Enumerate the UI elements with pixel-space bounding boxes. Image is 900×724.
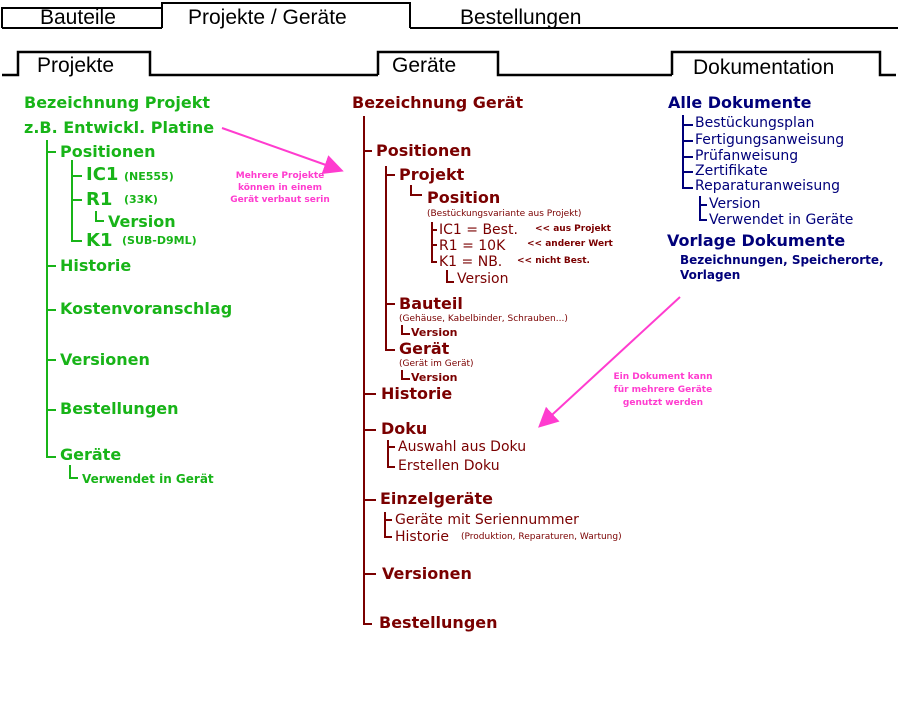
geraet-k1-note: << nicht Best. — [517, 256, 590, 266]
doku-alle: Alle Dokumente — [668, 93, 812, 112]
geraet-doku-auswahl: Auswahl aus Doku — [398, 439, 527, 455]
geraet-geraet-note: (Gerät im Gerät) — [399, 359, 474, 369]
projekt-ic1: IC1 — [86, 164, 119, 185]
arrow-doku-to-geraet — [538, 296, 681, 428]
annotation-projekte-line2: können in einem — [237, 183, 323, 193]
geraet-versionen: Versionen — [382, 564, 472, 583]
geraet-seriennummer: Geräte mit Seriennummer — [395, 512, 579, 528]
geraet-bestellungen: Bestellungen — [379, 613, 498, 632]
doku-version: Version — [709, 196, 761, 212]
geraet-ic1-note: << aus Projekt — [535, 224, 611, 234]
doku-vorlage-line1: Bezeichnungen, Speicherorte, — [680, 253, 884, 267]
geraet-einzel-historie-note: (Produktion, Reparaturen, Wartung) — [461, 532, 622, 542]
geraet-doku: Doku — [381, 419, 428, 438]
geraet-geraet-version: Version — [411, 371, 458, 384]
geraet-einzel-historie: Historie — [395, 529, 450, 545]
projekt-historie: Historie — [60, 256, 132, 275]
doku-vorlage-line2: Vorlagen — [680, 268, 741, 282]
projekt-r1-note: (33K) — [124, 193, 158, 206]
doku-vorlage: Vorlage Dokumente — [667, 231, 846, 250]
projekt-title: Bezeichnung Projekt — [24, 93, 210, 112]
geraet-historie: Historie — [381, 384, 453, 403]
geraet-position-version: Version — [457, 271, 509, 287]
annotation-doku-line2: für mehrere Geräte — [613, 385, 713, 395]
projekt-geraete: Geräte — [60, 445, 122, 464]
section-projekte[interactable]: Projekte — [37, 54, 115, 77]
doku-pruefanweisung: Prüfanweisung — [695, 148, 799, 164]
annotation-doku-line1: Ein Dokument kann — [613, 372, 713, 382]
arrow-projekt-to-geraet — [221, 127, 344, 175]
tab-bauteile[interactable]: Bauteile — [40, 6, 116, 29]
annotation-doku-line3: genutzt werden — [622, 398, 704, 408]
tab-projekte-geraete[interactable]: Projekte / Geräte — [188, 6, 347, 29]
geraet-bauteil-note: (Gehäuse, Kabelbinder, Schrauben...) — [399, 314, 568, 324]
projekt-positionen: Positionen — [60, 142, 156, 161]
doku-verwendet: Verwendet in Geräte — [709, 212, 854, 228]
projekt-k1-note: (SUB-D9ML) — [122, 234, 197, 247]
geraet-position: Position — [427, 188, 501, 207]
projekt-ic1-note: (NE555) — [124, 170, 174, 183]
geraet-title: Bezeichnung Gerät — [352, 93, 524, 112]
geraet-position-note: (Bestückungsvariante aus Projekt) — [427, 209, 582, 219]
projekt-version: Version — [108, 212, 176, 231]
tab-bestellungen[interactable]: Bestellungen — [460, 6, 582, 29]
projekt-bestellungen: Bestellungen — [60, 399, 179, 418]
section-geraete[interactable]: Geräte — [392, 54, 457, 77]
geraet-k1: K1 = NB. — [439, 254, 503, 270]
annotation-projekte-line3: Gerät verbaut serin — [230, 195, 330, 205]
projekt-verwendet: Verwendet in Gerät — [82, 472, 214, 486]
projekt-r1: R1 — [86, 189, 113, 210]
geraet-r1-note: << anderer Wert — [527, 239, 613, 249]
doku-bestueckungsplan: Bestückungsplan — [695, 115, 815, 131]
geraet-einzelgeraete: Einzelgeräte — [380, 489, 493, 508]
doku-fertigungsanweisung: Fertigungsanweisung — [695, 132, 845, 148]
projekt-versionen: Versionen — [60, 350, 150, 369]
projekt-kostenvoranschlag: Kostenvoranschlag — [60, 299, 233, 318]
geraet-projekt: Projekt — [399, 165, 465, 184]
geraet-r1: R1 = 10K — [439, 238, 506, 254]
geraet-geraet: Gerät — [399, 339, 450, 358]
annotation-projekte-line1: Mehrere Projekte — [235, 171, 325, 181]
geraet-ic1: IC1 = Best. — [439, 222, 518, 238]
section-dokumentation[interactable]: Dokumentation — [693, 56, 835, 79]
projekt-k1: K1 — [86, 230, 113, 251]
geraet-bauteil-version: Version — [411, 326, 458, 339]
geraet-doku-erstellen: Erstellen Doku — [398, 458, 500, 474]
doku-zertifikate: Zertifikate — [695, 163, 768, 179]
geraet-positionen: Positionen — [376, 141, 472, 160]
geraet-bauteil: Bauteil — [399, 294, 463, 313]
projekt-example: z.B. Entwickl. Platine — [24, 118, 215, 137]
doku-reparaturanweisung: Reparaturanweisung — [695, 178, 840, 194]
